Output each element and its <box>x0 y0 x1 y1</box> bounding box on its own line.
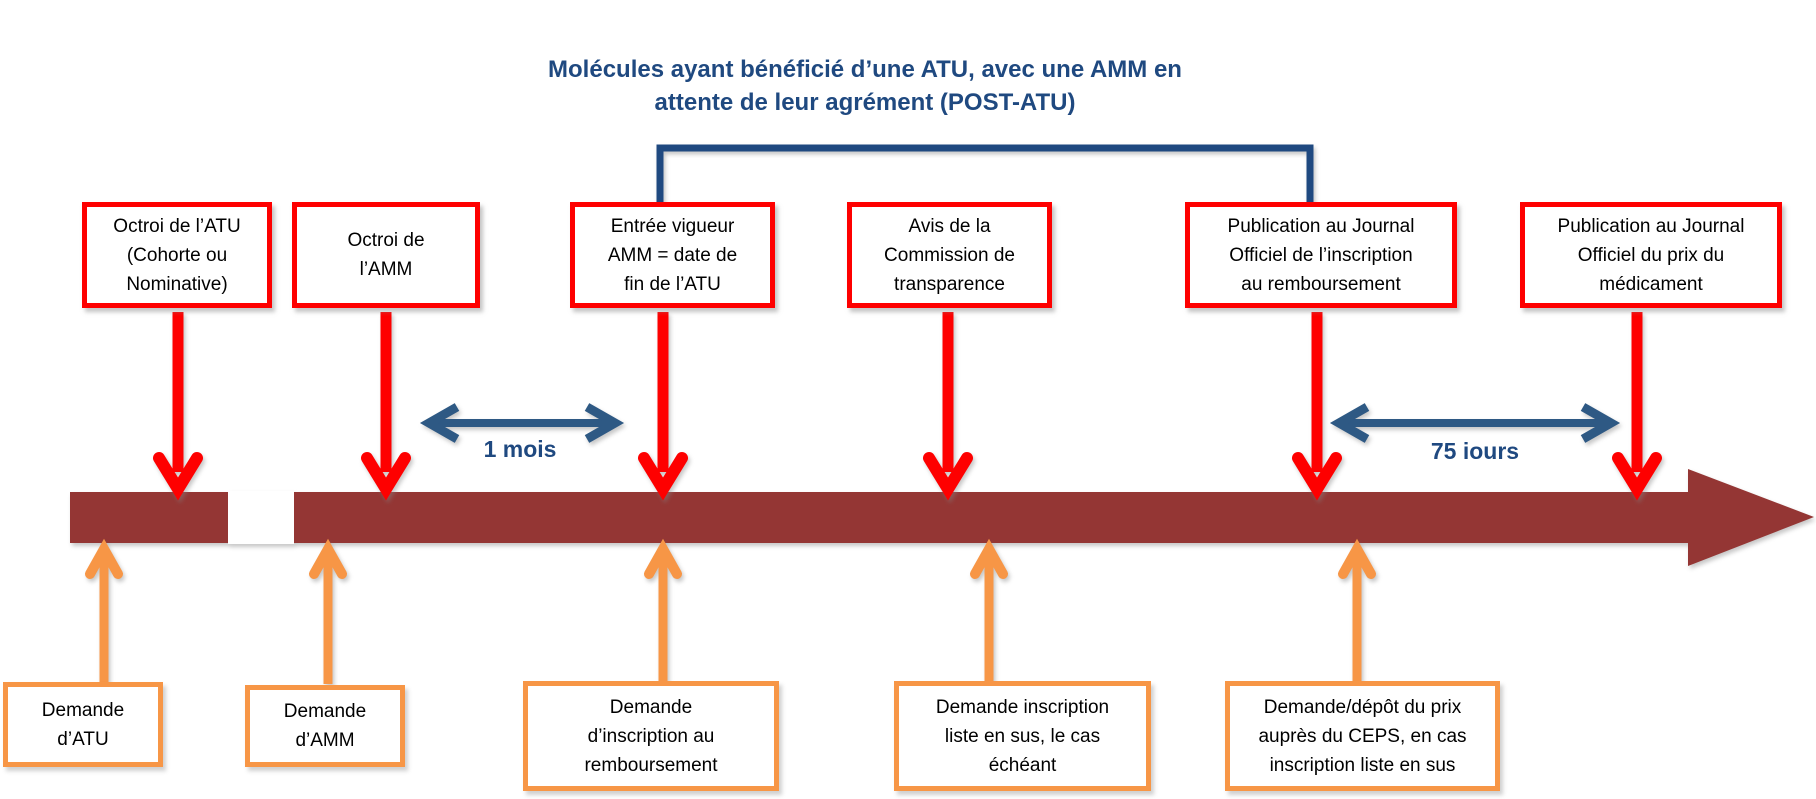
diagram-title-line-2: attente de leur agrément (POST-ATU) <box>654 89 1076 116</box>
bottom-box-demande-inscription-line: remboursement <box>584 754 718 776</box>
bottom-box-demande-liste-en-sus: Demande inscription liste en sus, le cas… <box>894 681 1151 791</box>
top-box-avis-commission-line: Commission de <box>884 244 1015 266</box>
orange-up-arrow-demande-depot-prix <box>1338 538 1376 684</box>
orange-up-arrow-demande-atu <box>85 538 123 684</box>
top-box-octroi-amm-line: l’AMM <box>359 259 413 280</box>
red-down-arrow-octroi-amm <box>361 312 411 501</box>
interval-label-75-jours: 75 iours <box>1430 438 1520 464</box>
bottom-box-demande-amm-line: Demande <box>283 701 367 722</box>
top-box-entree-vigueur-amm: Entrée vigueur AMM = date de fin de l’AT… <box>570 202 775 308</box>
top-box-avis-commission-line: Avis de la <box>908 215 991 237</box>
top-box-entree-vigueur-line: fin de l’ATU <box>624 273 721 295</box>
bottom-box-demande-depot-prix: Demande/dépôt du prix auprès du CEPS, en… <box>1225 681 1500 791</box>
bottom-box-demande-inscription-line: Demande <box>609 696 693 718</box>
diagram-title: Molécules ayant bénéficié d’une ATU, ave… <box>330 53 1400 119</box>
bottom-box-demande-depot-line: inscription liste en sus <box>1269 754 1456 776</box>
bottom-box-demande-atu-line: d’ATU <box>57 728 109 750</box>
bottom-box-demande-liste-line: liste en sus, le cas <box>944 725 1101 747</box>
bottom-box-demande-inscription: Demande d’inscription au remboursement <box>523 681 779 791</box>
top-box-publication-inscription-line: au remboursement <box>1241 273 1401 295</box>
bottom-box-demande-atu: Demande d’ATU <box>3 682 163 767</box>
bottom-box-demande-depot-line: auprès du CEPS, en cas <box>1258 725 1467 747</box>
red-down-arrow-publication-prix <box>1612 312 1662 501</box>
top-box-publication-prix-line: Publication au Journal <box>1557 215 1745 237</box>
top-box-avis-commission-line: transparence <box>894 273 1005 295</box>
interval-arrow-1-mois <box>419 403 625 443</box>
top-box-octroi-amm: Octroi de l’AMM <box>292 202 480 308</box>
bottom-box-demande-amm-line: d’AMM <box>295 730 355 751</box>
diagram-title-line-1: Molécules ayant bénéficié d’une ATU, ave… <box>548 56 1182 83</box>
interval-label-1-mois: 1 mois <box>483 436 557 462</box>
orange-up-arrow-demande-inscription <box>644 538 682 684</box>
bottom-box-demande-liste-line: échéant <box>988 754 1057 776</box>
top-box-octroi-atu-line: Octroi de l’ATU <box>113 215 241 237</box>
bottom-box-demande-liste-line: Demande inscription <box>935 696 1110 718</box>
timeline-arrow <box>70 469 1814 566</box>
red-down-arrow-octroi-atu <box>153 312 203 501</box>
interval-arrow-75-jours <box>1329 403 1621 443</box>
top-box-octroi-atu-line: (Cohorte ou <box>126 244 228 266</box>
top-box-entree-vigueur-line: Entrée vigueur <box>610 215 735 237</box>
top-box-entree-vigueur-line: AMM = date de <box>607 244 738 266</box>
bottom-box-demande-inscription-line: d’inscription au <box>587 725 715 747</box>
bottom-box-demande-depot-line: Demande/dépôt du prix <box>1263 696 1462 718</box>
red-down-arrow-entree-vigueur <box>638 312 688 501</box>
bottom-box-demande-atu-line: Demande <box>41 699 125 721</box>
top-box-publication-prix-line: Officiel du prix du <box>1577 244 1725 266</box>
red-down-arrow-publication-inscription <box>1292 312 1342 501</box>
red-down-arrow-avis-commission <box>923 312 973 501</box>
post-atu-bracket <box>656 144 1314 205</box>
top-box-publication-inscription-line: Publication au Journal <box>1227 215 1415 237</box>
top-box-octroi-amm-line: Octroi de <box>347 230 425 251</box>
orange-up-arrow-demande-amm <box>309 538 347 684</box>
top-box-publication-inscription-line: Officiel de l’inscription <box>1229 244 1413 266</box>
top-box-publication-jo-inscription: Publication au Journal Officiel de l’ins… <box>1185 202 1457 308</box>
top-box-avis-commission: Avis de la Commission de transparence <box>847 202 1052 308</box>
top-box-publication-prix-line: médicament <box>1599 273 1703 295</box>
top-box-publication-jo-prix: Publication au Journal Officiel du prix … <box>1520 202 1782 308</box>
orange-up-arrow-demande-liste-en-sus <box>970 538 1008 684</box>
bottom-box-demande-amm: Demande d’AMM <box>245 685 405 767</box>
top-box-octroi-atu-line: Nominative) <box>126 273 228 295</box>
top-box-octroi-atu: Octroi de l’ATU (Cohorte ou Nominative) <box>82 202 272 308</box>
timeline-gap <box>228 491 294 544</box>
